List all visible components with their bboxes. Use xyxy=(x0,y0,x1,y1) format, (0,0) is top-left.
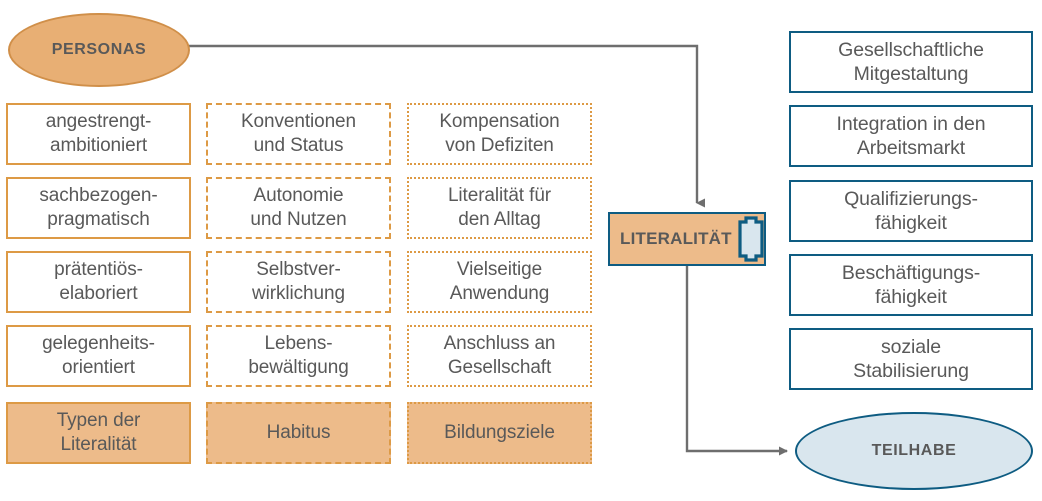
col3-item-4[interactable]: Anschluss an Gesellschaft xyxy=(407,325,592,387)
col3-item-2[interactable]: Literalität für den Alltag xyxy=(407,177,592,239)
outcome-item-2[interactable]: Integration in den Arbeitsmarkt xyxy=(789,105,1033,167)
col2-item-3[interactable]: Selbstver- wirklichung xyxy=(206,251,391,313)
col3-item-1[interactable]: Kompensation von Defiziten xyxy=(407,103,592,165)
col1-summary[interactable]: Typen der Literalität xyxy=(6,402,191,464)
col3-item-3[interactable]: Vielseitige Anwendung xyxy=(407,251,592,313)
col2-item-2[interactable]: Autonomie und Nutzen xyxy=(206,177,391,239)
col1-item-2[interactable]: sachbezogen- pragmatisch xyxy=(6,177,191,239)
col2-summary[interactable]: Habitus xyxy=(206,402,391,464)
col2-item-4[interactable]: Lebens- bewältigung xyxy=(206,325,391,387)
col1-item-3[interactable]: prätentiös- elaboriert xyxy=(6,251,191,313)
col2-item-1[interactable]: Konventionen und Status xyxy=(206,103,391,165)
personas-node[interactable]: PERSONAS xyxy=(8,13,190,87)
book-icon xyxy=(738,216,764,262)
col3-summary[interactable]: Bildungsziele xyxy=(407,402,592,464)
col1-item-4[interactable]: gelegenheits- orientiert xyxy=(6,325,191,387)
outcome-item-4[interactable]: Beschäftigungs- fähigkeit xyxy=(789,254,1033,316)
connector-literalitaet-to-teilhabe xyxy=(685,266,788,456)
outcome-item-3[interactable]: Qualifizierungs- fähigkeit xyxy=(789,180,1033,242)
teilhabe-node[interactable]: TEILHABE xyxy=(795,412,1033,490)
col1-item-1[interactable]: angestrengt- ambitioniert xyxy=(6,103,191,165)
outcome-item-5[interactable]: soziale Stabilisierung xyxy=(789,328,1033,390)
outcome-item-1[interactable]: Gesellschaftliche Mitgestaltung xyxy=(789,31,1033,93)
